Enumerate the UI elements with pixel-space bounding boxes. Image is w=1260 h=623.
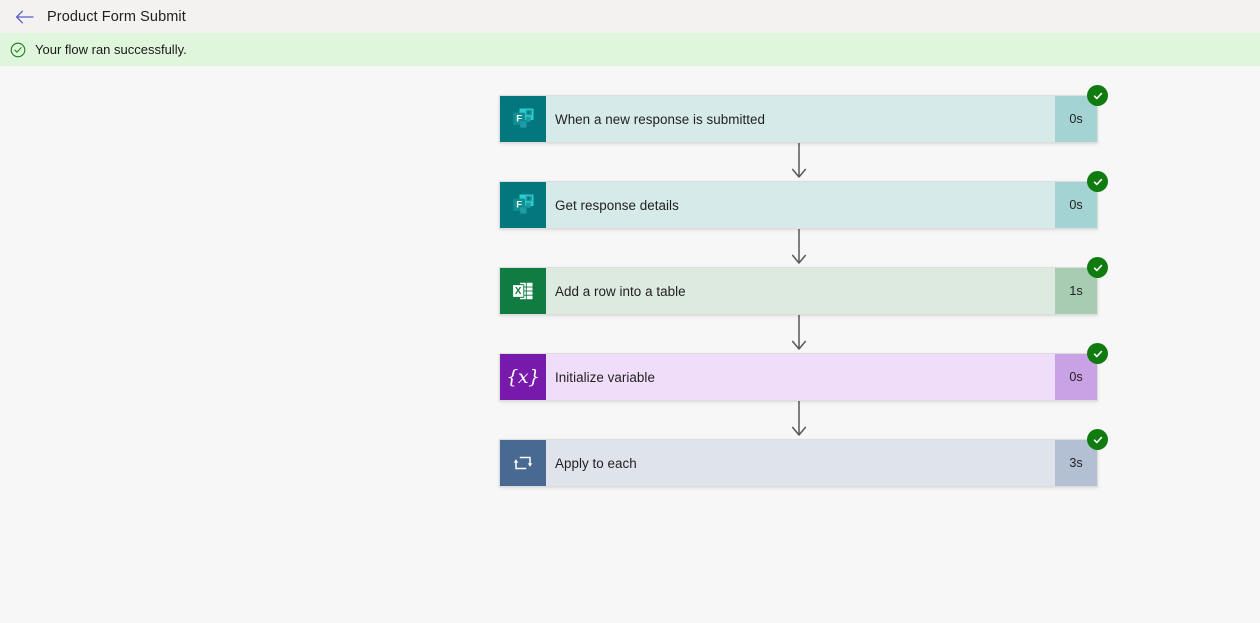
flow-step-card[interactable]: {x} Initialize variable 0s: [499, 343, 1108, 401]
flow-status-message: Your flow ran successfully.: [35, 42, 187, 57]
arrow-down-icon: [789, 401, 809, 439]
check-circle-outline-icon: [6, 38, 30, 62]
flow-step-card[interactable]: Apply to each 3s: [499, 429, 1108, 487]
variable-braces-x-icon: {x}: [500, 354, 546, 400]
svg-text:X: X: [515, 286, 522, 297]
svg-text:F: F: [516, 114, 522, 125]
status-badge: [1087, 85, 1108, 106]
flow-step-card[interactable]: F When a new response is submitted 0s: [499, 85, 1108, 143]
flow-step-body: When a new response is submitted: [546, 96, 1055, 142]
flow-canvas: F When a new response is submitted 0s: [0, 66, 1260, 623]
flow-step-duration: 3s: [1055, 440, 1097, 486]
flow-step-body: Add a row into a table: [546, 268, 1055, 314]
flow-steps-list: F When a new response is submitted 0s: [499, 85, 1108, 487]
flow-step-label: Initialize variable: [555, 369, 655, 385]
flow-connector: [499, 315, 1098, 353]
loop-apply-to-each-icon: [500, 440, 546, 486]
back-button[interactable]: [10, 3, 38, 31]
flow-step-card[interactable]: X Add a row into a table 1s: [499, 257, 1108, 315]
svg-text:F: F: [516, 200, 522, 211]
flow-step-label: Get response details: [555, 197, 679, 213]
flow-step-body: Apply to each: [546, 440, 1055, 486]
microsoft-forms-icon: F: [500, 96, 546, 142]
command-bar: Product Form Submit: [0, 0, 1260, 33]
flow-step-card[interactable]: F Get response details 0s: [499, 171, 1108, 229]
flow-step-label: When a new response is submitted: [555, 111, 766, 127]
back-arrow-icon: [15, 10, 34, 24]
status-badge: [1087, 171, 1108, 192]
status-badge: [1087, 429, 1108, 450]
status-badge: [1087, 343, 1108, 364]
arrow-down-icon: [789, 229, 809, 267]
arrow-down-icon: [789, 315, 809, 353]
flow-connector: [499, 229, 1098, 267]
flow-status-banner: Your flow ran successfully.: [0, 33, 1260, 66]
microsoft-excel-icon: X: [500, 268, 546, 314]
status-badge: [1087, 257, 1108, 278]
page-title: Product Form Submit: [47, 8, 186, 25]
flow-step-label: Add a row into a table: [555, 283, 686, 299]
flow-connector: [499, 401, 1098, 439]
microsoft-forms-icon: F: [500, 182, 546, 228]
flow-step-body: Get response details: [546, 182, 1055, 228]
arrow-down-icon: [789, 143, 809, 181]
flow-connector: [499, 143, 1098, 181]
flow-step-label: Apply to each: [555, 455, 637, 471]
flow-step-duration: 0s: [1055, 96, 1097, 142]
flow-step-body: Initialize variable: [546, 354, 1055, 400]
